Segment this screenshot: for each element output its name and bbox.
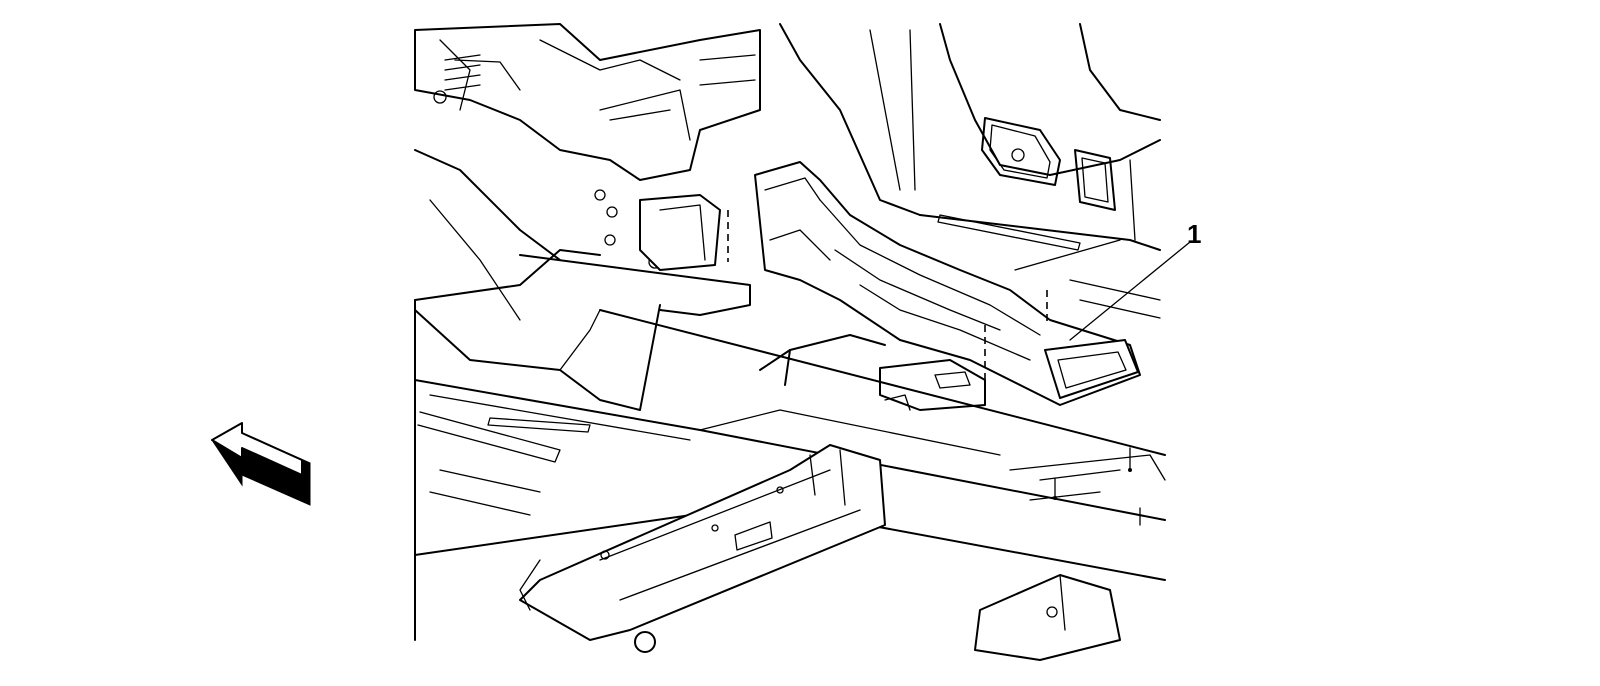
air-duct	[727, 161, 1141, 411]
front-direction-arrow-icon	[211, 422, 311, 506]
callout-1-leader	[1069, 241, 1191, 341]
cross-member	[519, 444, 1121, 661]
rear-body-panel	[779, 23, 1161, 251]
callout-1-label: 1	[1187, 219, 1201, 249]
fasteners	[1053, 447, 1141, 526]
hvac-module	[414, 23, 761, 411]
floor-pan	[414, 214, 1166, 641]
